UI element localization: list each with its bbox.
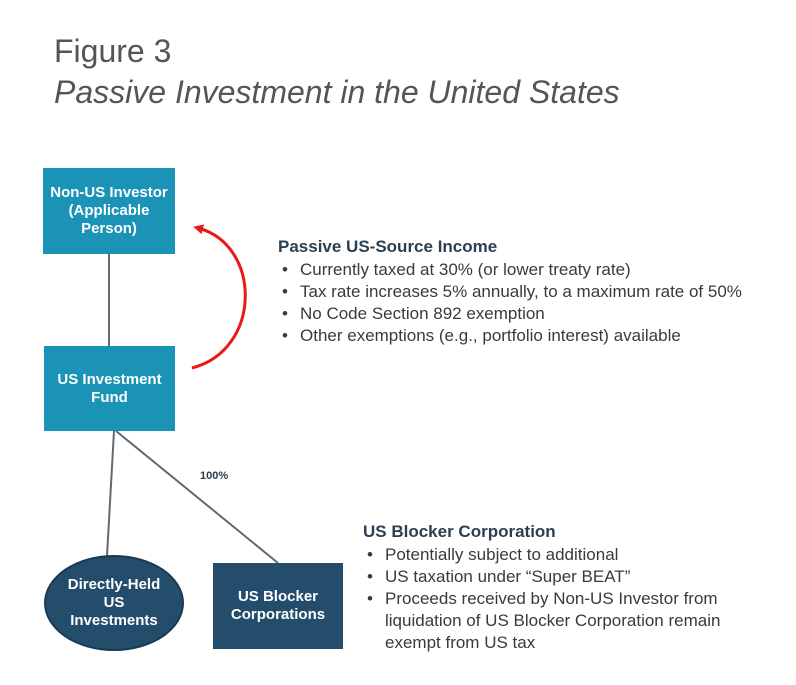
income-flow-arrow (191, 224, 247, 370)
passive-income-bullet: No Code Section 892 exemption (278, 303, 768, 325)
passive-income-list: Currently taxed at 30% (or lower treaty … (278, 259, 768, 347)
node-directly-held-investments: Directly-Held US Investments (44, 555, 184, 651)
node-non-us-investor: Non-US Investor (Applicable Person) (43, 168, 175, 254)
node-us-blocker-corporations: US Blocker Corporations (213, 563, 343, 649)
blocker-corporation-bullet: Potentially subject to additional (363, 544, 763, 566)
passive-income-panel: Passive US-Source Income Currently taxed… (278, 236, 768, 347)
node-us-blocker-label: US Blocker Corporations (230, 588, 326, 623)
figure-label: Figure 3 (54, 33, 172, 69)
blocker-corporation-panel: US Blocker Corporation Potentially subje… (363, 521, 763, 654)
node-us-investment-fund-label: US Investment Fund (57, 370, 162, 406)
figure-subtitle: Passive Investment in the United States (54, 74, 620, 110)
node-us-investment-fund: US Investment Fund (44, 346, 175, 431)
blocker-corporation-bullet: US taxation under “Super BEAT” (363, 566, 763, 588)
node-directly-held-label: Directly-Held US Investments (67, 576, 161, 629)
passive-income-bullet: Currently taxed at 30% (or lower treaty … (278, 259, 768, 281)
connector-fund-blocker (115, 430, 279, 564)
ownership-label: 100% (200, 470, 229, 482)
passive-income-bullet: Tax rate increases 5% annually, to a max… (278, 281, 768, 303)
connector-fund-direct (106, 430, 115, 557)
blocker-corporation-list: Potentially subject to additional US tax… (363, 544, 763, 654)
node-non-us-investor-label: Non-US Investor (Applicable Person) (50, 184, 168, 237)
blocker-corporation-bullet: Proceeds received by Non-US Investor fro… (363, 588, 763, 654)
blocker-corporation-heading: US Blocker Corporation (363, 522, 556, 541)
passive-income-heading: Passive US-Source Income (278, 237, 498, 256)
passive-income-bullet: Other exemptions (e.g., portfolio intere… (278, 325, 768, 347)
